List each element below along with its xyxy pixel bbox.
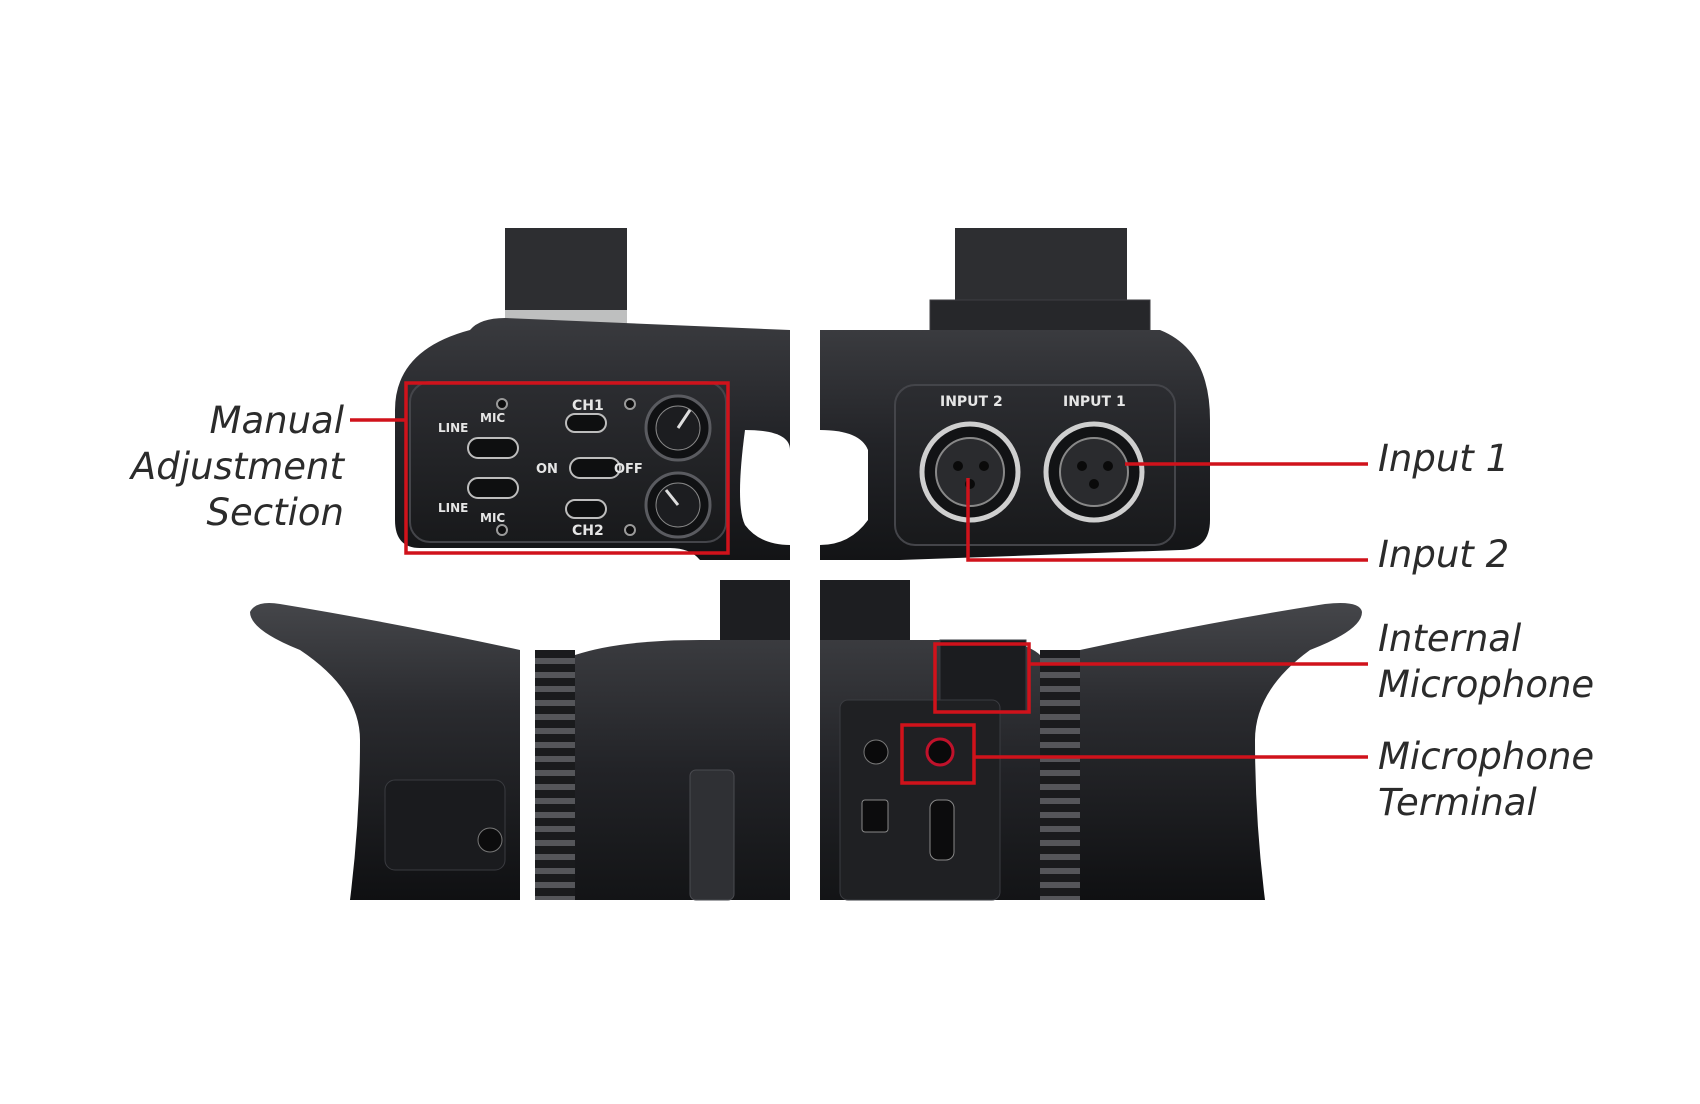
lens-hood-right [1080, 603, 1362, 900]
svg-text:ON: ON [536, 462, 558, 477]
mount-post-left [720, 580, 790, 640]
label-manual-line-1: Manual [209, 399, 344, 442]
svg-text:CH2: CH2 [572, 523, 604, 539]
label-terminal-line-1: Microphone [1378, 735, 1595, 778]
side-grip [689, 769, 735, 901]
svg-text:LINE: LINE [438, 421, 468, 435]
label-input-2: Input 2 [1378, 533, 1510, 576]
xlr-input-2-socket[interactable] [919, 421, 1021, 523]
hdmi-port-icon[interactable] [929, 799, 955, 861]
xlr-input-1-socket[interactable] [1043, 421, 1145, 523]
lens-label-plate [384, 779, 506, 871]
right-camera-half: INPUT 2 INPUT 1 [820, 228, 1362, 901]
left-camera-half: CH1 CH2 ON OFF LINE LINE MIC MIC [250, 228, 790, 901]
microphone-terminal-jack[interactable] [925, 737, 955, 767]
internal-mic-highlight-box [933, 642, 1031, 714]
mount-post-right [820, 580, 910, 640]
lens-switch-icon [477, 827, 503, 853]
center-divider [790, 200, 820, 920]
label-terminal-line-2: Terminal [1378, 781, 1537, 824]
label-internal-line-1: Internal [1378, 617, 1522, 660]
headphone-jack-icon[interactable] [863, 739, 889, 765]
mic-holder [955, 228, 1127, 300]
panel-switches [467, 413, 621, 519]
focus-ring-left [535, 650, 575, 900]
audio-level-knob-ch1 [644, 394, 712, 462]
mic-terminal-highlight-box [900, 723, 976, 785]
panel-printed-text: CH1 CH2 ON OFF LINE LINE MIC MIC [438, 398, 643, 539]
input-1-printed: INPUT 1 [1063, 394, 1126, 410]
input-2-leader-line [966, 478, 1368, 562]
label-input-1: Input 1 [1378, 437, 1510, 480]
callout-markers [350, 381, 1368, 785]
label-internal-microphone: Internal Microphone [1378, 616, 1594, 708]
svg-text:MIC: MIC [480, 511, 505, 525]
svg-text:CH1: CH1 [572, 398, 604, 414]
svg-text:MIC: MIC [480, 411, 505, 425]
label-microphone-terminal: Microphone Terminal [1378, 734, 1594, 826]
label-internal-line-2: Microphone [1378, 663, 1595, 706]
label-manual-adjustment-section: Manual Adjustment Section [100, 398, 344, 536]
svg-text:LINE: LINE [438, 501, 468, 515]
focus-ring-right [1040, 650, 1080, 900]
label-manual-line-2: Adjustment [130, 445, 344, 488]
manual-adjustment-highlight-box [404, 381, 730, 555]
label-manual-line-3: Section [206, 491, 344, 534]
input-2-printed: INPUT 2 [940, 394, 1003, 410]
panel-screws [496, 398, 636, 536]
camera-body-left [575, 640, 790, 900]
audio-level-knob-ch2 [644, 471, 712, 539]
svg-text:OFF: OFF [614, 462, 643, 477]
usb-port-icon[interactable] [861, 799, 889, 833]
